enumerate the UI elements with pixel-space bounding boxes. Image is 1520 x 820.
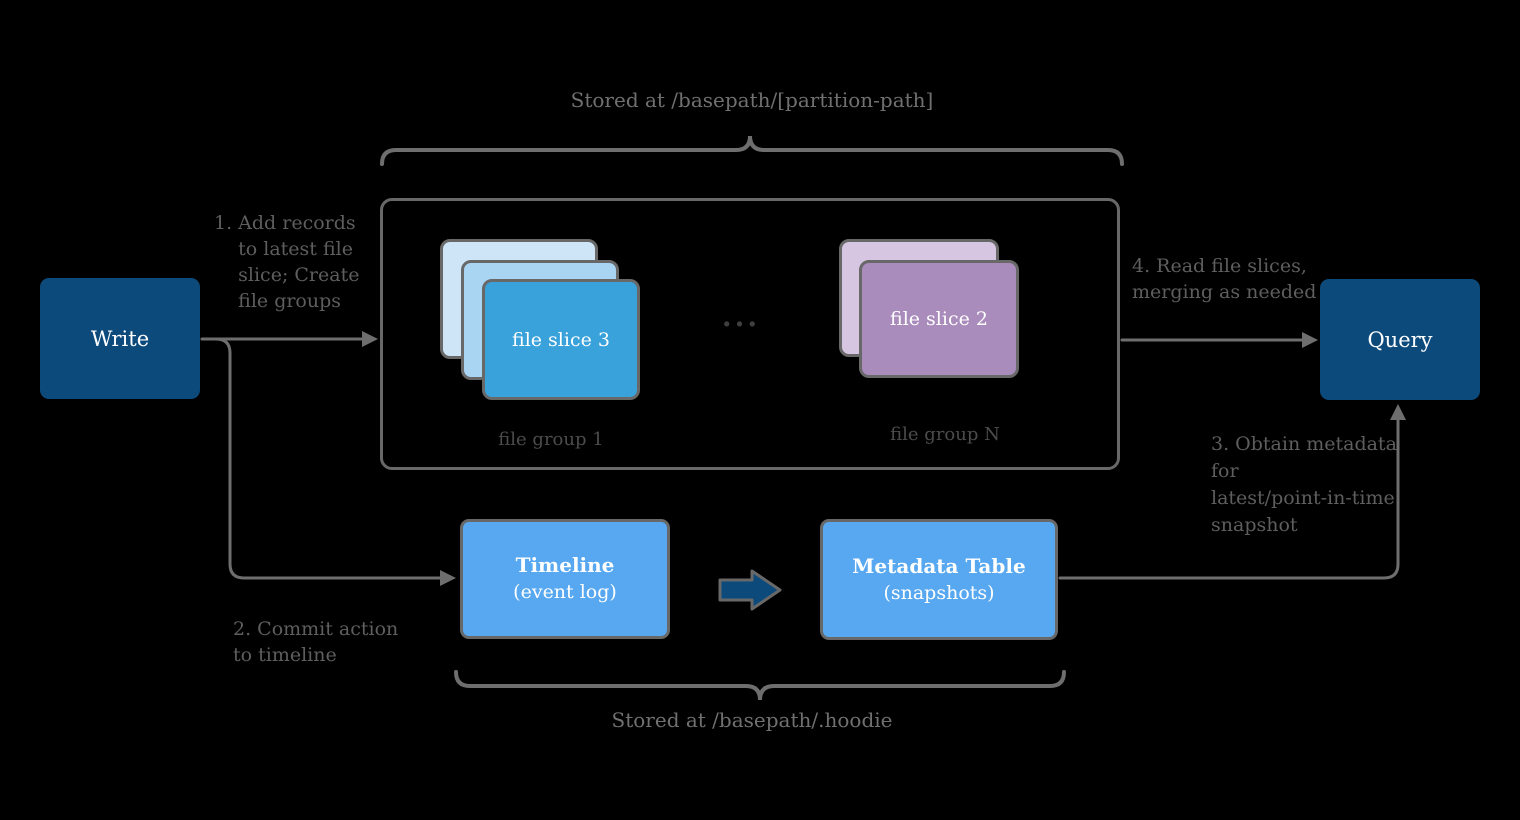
partition-path-caption: Stored at /basepath/[partition-path] xyxy=(570,88,934,112)
file-groups-ellipsis: ... xyxy=(721,300,761,333)
annotation-step1: 1. Add records to latest file slice; Cre… xyxy=(214,212,360,312)
filegroups-to-query-arrow xyxy=(1120,332,1318,348)
file-group-1-label: file group 1 xyxy=(498,429,604,450)
annotation-step3: 3. Obtain metadata for latest/point-in-t… xyxy=(1211,433,1397,536)
metadata-table-node: Metadata Table (snapshots) xyxy=(820,519,1058,640)
timeline-node: Timeline (event log) xyxy=(460,519,670,639)
annotation-step2: 2. Commit action to timeline xyxy=(233,618,399,666)
file-groups-container xyxy=(380,198,1120,470)
file-slice-blue-label: file slice 3 xyxy=(512,328,610,351)
write-label: Write xyxy=(90,326,150,351)
metadata-table-subtitle: (snapshots) xyxy=(883,581,995,604)
write-node: Write xyxy=(40,278,200,399)
query-label: Query xyxy=(1367,327,1433,352)
partition-path-brace xyxy=(380,135,1124,166)
file-slice-purple-label: file slice 2 xyxy=(890,308,988,330)
hoodie-path-caption: Stored at /basepath/.hoodie xyxy=(611,708,893,732)
file-group-n-label: file group N xyxy=(890,424,1000,445)
file-slice-card-front-purple: file slice 2 xyxy=(859,260,1019,378)
timeline-subtitle: (event log) xyxy=(513,581,617,603)
hoodie-brace xyxy=(454,670,1066,701)
write-to-filegroups-arrow xyxy=(200,331,378,347)
timeline-title: Timeline xyxy=(515,553,615,577)
file-slice-card-front-blue: file slice 3 xyxy=(482,279,640,400)
timeline-to-metadata-block-arrow xyxy=(718,569,782,611)
query-node: Query xyxy=(1320,279,1480,400)
annotation-step4: 4. Read file slices, merging as needed xyxy=(1132,255,1317,303)
metadata-table-title: Metadata Table xyxy=(852,553,1026,578)
